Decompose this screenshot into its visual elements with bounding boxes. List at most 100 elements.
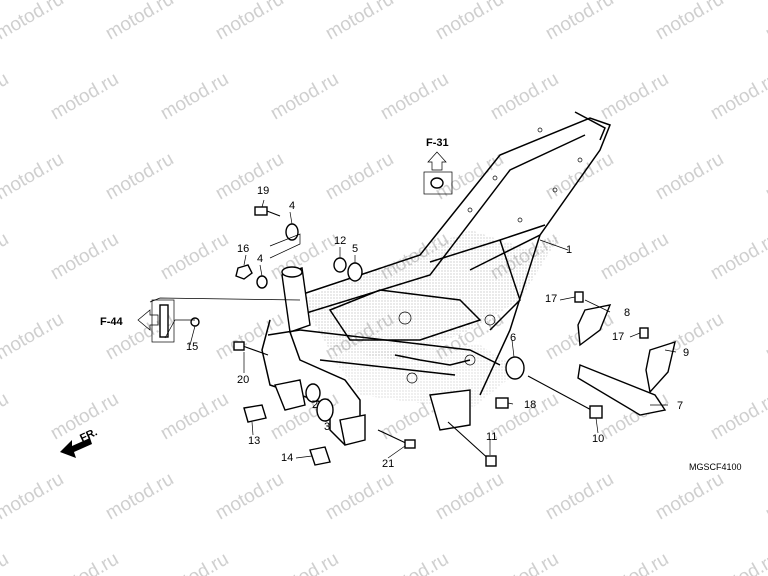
watermark-text: motod.ru [542, 149, 617, 205]
watermark-text: motod.ru [0, 389, 12, 445]
watermark-text: motod.ru [47, 549, 122, 576]
callout-19: 19 [257, 185, 269, 197]
callout-18: 18 [524, 399, 536, 411]
watermark-text: motod.ru [762, 309, 768, 365]
watermark-text: motod.ru [597, 69, 672, 125]
watermark-text: motod.ru [267, 549, 342, 576]
watermark-text: motod.ru [0, 0, 67, 44]
watermark-text: motod.ru [652, 149, 727, 205]
bolt-10-part [527, 375, 596, 413]
collar-4-upper-part [285, 223, 299, 241]
bracket-8-part [577, 304, 612, 347]
callout-8: 8 [624, 307, 630, 319]
callout-6: 6 [510, 332, 516, 344]
cap-f44-part [159, 304, 169, 338]
callout-15: 15 [186, 341, 198, 353]
watermark-text: motod.ru [47, 69, 122, 125]
nut-16-part [235, 264, 253, 280]
watermark-text: motod.ru [0, 149, 67, 205]
grommet-f31-part [430, 177, 444, 189]
watermark-text: motod.ru [102, 0, 177, 44]
callout-9: 9 [683, 347, 689, 359]
nut-13-part [243, 404, 267, 423]
watermark-text: motod.ru [432, 0, 507, 44]
watermark-text: motod.ru [487, 389, 562, 445]
watermark-text: motod.ru [0, 309, 67, 365]
watermark-text: motod.ru [707, 389, 768, 445]
bolt-19-part [254, 206, 268, 216]
screw-15-part [190, 317, 200, 327]
watermark-text: motod.ru [322, 469, 397, 525]
watermark-text: motod.ru [377, 549, 452, 576]
bracket-9-part [645, 340, 676, 394]
ref-f31-label: F-31 [426, 137, 449, 149]
watermark-text: motod.ru [542, 0, 617, 44]
callout-13: 13 [248, 435, 260, 447]
diagram-code: MGSCF4100 [689, 462, 742, 472]
watermark-text: motod.ru [542, 469, 617, 525]
callout-17-lower: 17 [612, 331, 624, 343]
watermark-text: motod.ru [762, 469, 768, 525]
watermark-text: motod.ru [597, 229, 672, 285]
callout-5: 5 [352, 243, 358, 255]
callout-2: 2 [312, 399, 318, 411]
nut-14-part [309, 446, 331, 466]
collar-4-lower-part [256, 275, 268, 289]
watermark-text: motod.ru [157, 549, 232, 576]
callout-1: 1 [566, 244, 572, 256]
watermark-text: motod.ru [597, 549, 672, 576]
watermark-text: motod.ru [0, 229, 12, 285]
callout-16: 16 [237, 243, 249, 255]
watermark-text: motod.ru [212, 309, 287, 365]
watermark-text: motod.ru [377, 69, 452, 125]
watermark-text: motod.ru [707, 69, 768, 125]
watermark-text: motod.ru [652, 0, 727, 44]
watermark-text: motod.ru [652, 469, 727, 525]
plate-7-part [577, 364, 667, 416]
watermark-text: motod.ru [762, 149, 768, 205]
watermark-text: motod.ru [212, 0, 287, 44]
callouts: 1 2 3 4 4 5 6 7 8 9 10 11 12 13 14 15 16… [186, 185, 689, 470]
ref-f44-label: F-44 [100, 316, 124, 328]
callout-12: 12 [334, 235, 346, 247]
callout-11: 11 [486, 431, 497, 443]
ref-f31-group: F-31 [423, 137, 453, 195]
ref-f44-group: F-44 [100, 299, 175, 343]
watermark-text: motod.ru [487, 69, 562, 125]
watermark-text: motod.ru [0, 469, 67, 525]
callout-21: 21 [382, 458, 394, 470]
watermark-text: motod.ru [707, 229, 768, 285]
collar-5-part [347, 262, 363, 282]
collar-6-part [505, 356, 525, 380]
callout-10: 10 [592, 433, 604, 445]
watermark-text: motod.ru [0, 69, 12, 125]
watermark-text: motod.ru [322, 0, 397, 44]
watermark-text: motod.ru [432, 469, 507, 525]
frame-body [261, 111, 611, 446]
watermark-text: motod.ru [487, 549, 562, 576]
watermark-text: motod.ru [212, 149, 287, 205]
bolt-11-part [447, 421, 493, 463]
watermark-text: motod.ru [157, 69, 232, 125]
watermark-text: motod.ru [157, 229, 232, 285]
small-parts [159, 177, 676, 467]
bolt-17-upper-part [574, 291, 584, 303]
callout-4-upper: 4 [289, 200, 295, 212]
watermark-text: motod.ru [102, 149, 177, 205]
bolt-17-lower-part [639, 327, 649, 339]
collar-12-part [333, 257, 347, 273]
watermark-text: motod.ru [0, 549, 12, 576]
collar-3-part [316, 398, 334, 422]
watermark-text: motod.ru [762, 0, 768, 44]
watermark-text: motod.ru [322, 149, 397, 205]
watermark-text: motod.ru [157, 389, 232, 445]
watermark-text: motod.ru [707, 549, 768, 576]
watermark-text: motod.ru [47, 229, 122, 285]
callout-3: 3 [324, 421, 330, 433]
watermark-text: motod.ru [212, 469, 287, 525]
nut-18-part [495, 397, 509, 409]
watermark-text: motod.ru [267, 69, 342, 125]
watermark-text: motod.ru [267, 229, 342, 285]
